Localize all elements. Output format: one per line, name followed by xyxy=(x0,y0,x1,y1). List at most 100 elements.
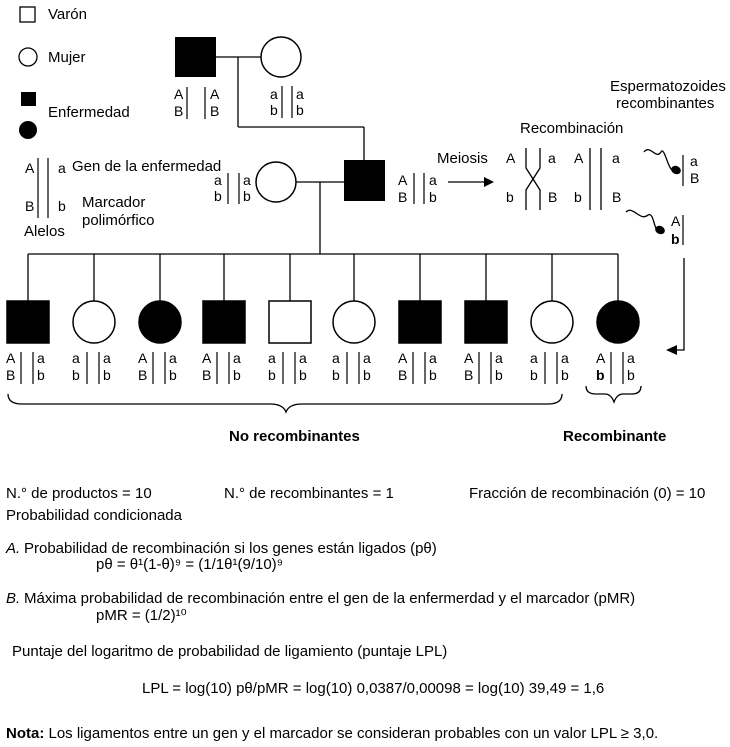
affected-daughter xyxy=(596,300,640,344)
sperm-title-2: recombinantes xyxy=(616,95,715,112)
affected-son xyxy=(398,300,442,344)
allele-label: b xyxy=(58,198,66,214)
section-a-letter: A. xyxy=(6,540,21,557)
sperm-icon xyxy=(625,209,684,245)
legend-male-symbol xyxy=(19,6,36,23)
allele-label: A xyxy=(671,213,681,229)
allele-label: A xyxy=(574,150,584,166)
child-allele-label: A xyxy=(202,350,212,366)
allele-label: b xyxy=(270,102,278,118)
non-recombinant-brace xyxy=(7,393,563,414)
child-allele-label: b xyxy=(72,367,80,383)
child-allele-label: A xyxy=(464,350,474,366)
child-allele-label: A xyxy=(138,350,148,366)
affected-son xyxy=(464,300,508,344)
legend-marker-label: Marcador xyxy=(82,194,146,211)
child-allele-label: a xyxy=(37,350,45,366)
recombinant-brace xyxy=(585,385,642,404)
legend-male-label: Varón xyxy=(48,6,87,23)
legend-marker-label-2: polimórfico xyxy=(82,212,155,229)
allele-label: B xyxy=(210,103,220,119)
lpl-title: Puntaje del logaritmo de probabilidad de… xyxy=(12,643,448,660)
child-allele-label: a xyxy=(363,350,371,366)
recombinants-count: N.° de recombinantes = 1 xyxy=(224,485,394,502)
sperm-title: Espermatozoides xyxy=(610,78,726,95)
child-allele-label: b xyxy=(596,367,605,383)
allele-label: A xyxy=(506,150,516,166)
child-allele-label: b xyxy=(627,367,635,383)
conditional-probability: Probabilidad condicionada xyxy=(6,507,182,524)
allele-label: b xyxy=(214,188,222,204)
child-allele-label: a xyxy=(72,350,80,366)
allele-label: B xyxy=(174,103,184,119)
section-b-text: Máxima probabilidad de recombinación ent… xyxy=(24,590,636,607)
recombination-fraction: Fracción de recombinación (0) = 10 xyxy=(469,485,706,502)
unaffected-daughter xyxy=(530,300,574,344)
allele-label: a xyxy=(548,150,556,166)
section-b-letter: B. xyxy=(6,590,21,607)
note-text: Los ligamentos entre un gen y el marcado… xyxy=(48,725,659,742)
allele-label: B xyxy=(25,198,35,214)
allele-label: a xyxy=(429,172,437,188)
section-a-text: Probabilidad de recombinación si los gen… xyxy=(24,540,437,557)
note: Nota: Los ligamentos entre un gen y el m… xyxy=(6,725,658,742)
child-allele-label: a xyxy=(299,350,307,366)
meiosis-arrowhead xyxy=(484,177,494,187)
allele-label: A xyxy=(25,160,35,176)
child-allele-label: b xyxy=(530,367,538,383)
legend-female-symbol xyxy=(18,47,38,67)
child-allele-label: b xyxy=(37,367,45,383)
allele-label: a xyxy=(612,150,620,166)
child-allele-label: a xyxy=(627,350,635,366)
allele-label: a xyxy=(58,160,66,176)
child-allele-label: b xyxy=(363,367,371,383)
child-allele-label: b xyxy=(332,367,340,383)
legend-alleles-label: Alelos xyxy=(24,223,65,240)
affected-son xyxy=(202,300,246,344)
allele-label: A xyxy=(174,86,184,102)
allele-label: a xyxy=(270,86,278,102)
child-allele-label: a xyxy=(561,350,569,366)
section-a-formula: pθ = θ¹(1-θ)⁹ = (1/1θ¹(9/10)⁹ xyxy=(96,556,284,573)
child-allele-label: a xyxy=(530,350,538,366)
unaffected-daughter xyxy=(72,300,116,344)
child-allele-label: a xyxy=(429,350,437,366)
child-allele-label: A xyxy=(596,350,606,366)
unaffected-son xyxy=(268,300,312,344)
child-allele-label: b xyxy=(561,367,569,383)
recombinant-label: Recombinante xyxy=(563,428,667,445)
allele-label: b xyxy=(429,189,437,205)
allele-label: B xyxy=(690,170,700,186)
legend-affected-male-symbol xyxy=(21,92,36,106)
child-allele-label: b xyxy=(103,367,111,383)
lpl-formula: LPL = log(10) pθ/pMR = log(10) 0,0387/0,… xyxy=(142,680,605,697)
child-allele-label: b xyxy=(429,367,437,383)
legend-female-label: Mujer xyxy=(48,49,86,66)
non-recombinants-label: No recombinantes xyxy=(229,428,360,445)
allele-label: A xyxy=(210,86,220,102)
legend-disease-gene-label: Gen de la enfermedad xyxy=(72,158,222,175)
allele-label: b xyxy=(243,188,251,204)
father-affected-male xyxy=(344,160,385,201)
child-allele-label: a xyxy=(103,350,111,366)
child-allele-label: b xyxy=(233,367,241,383)
child-allele-label: b xyxy=(268,367,276,383)
allele-label: b xyxy=(506,189,514,205)
allele-label: a xyxy=(214,172,222,188)
child-allele-label: B xyxy=(6,367,16,383)
grandfather-affected-male xyxy=(175,37,216,77)
child-allele-label: B xyxy=(398,367,408,383)
section-b-formula: pMR = (1/2)¹⁰ xyxy=(96,607,187,624)
child-allele-label: b xyxy=(169,367,177,383)
child-allele-label: a xyxy=(495,350,503,366)
affected-daughter xyxy=(138,300,182,344)
child-allele-label: A xyxy=(6,350,16,366)
allele-label: b xyxy=(671,231,680,247)
legend-affected-label: Enfermedad xyxy=(48,104,130,121)
child-allele-label: a xyxy=(169,350,177,366)
affected-son xyxy=(6,300,50,344)
grandmother-female xyxy=(260,36,302,78)
recombinant-arrow xyxy=(676,258,685,351)
child-allele-label: B xyxy=(464,367,474,383)
